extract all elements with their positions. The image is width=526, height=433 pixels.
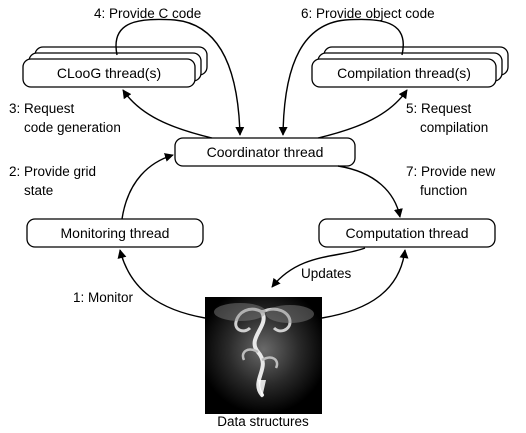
compilation-thread-label: Compilation thread(s) <box>337 65 471 81</box>
label-updates: Updates <box>301 266 352 281</box>
data-structures-label: Data structures <box>217 414 309 429</box>
label-provide-new-function-1: 7: Provide new <box>406 164 496 179</box>
compilation-thread-box: Compilation thread(s) <box>311 46 509 88</box>
coordinator-thread-label: Coordinator thread <box>207 144 324 160</box>
arrow-request-code-generation <box>122 89 213 139</box>
label-request-code-generation-2: code generation <box>24 120 121 135</box>
data-structures-image <box>205 297 322 414</box>
label-monitor: 1: Monitor <box>73 290 134 305</box>
label-provide-object-code: 6: Provide object code <box>301 6 435 21</box>
computation-thread-box: Computation thread <box>318 218 496 248</box>
label-provide-new-function-2: function <box>420 183 467 198</box>
label-provide-grid-state-1: 2: Provide grid <box>9 164 96 179</box>
arrow-monitor <box>117 249 206 319</box>
arrow-request-compilation <box>317 89 408 139</box>
label-request-code-generation-1: 3: Request <box>9 101 75 116</box>
arrow-data-to-computation <box>321 249 409 319</box>
arrow-provide-object-code <box>278 18 404 136</box>
arrow-provide-new-function <box>337 165 403 218</box>
arrow-provide-c-code <box>115 18 245 136</box>
label-request-compilation-1: 5: Request <box>406 101 472 116</box>
coordinator-thread-box: Coordinator thread <box>174 137 356 167</box>
monitoring-thread-label: Monitoring thread <box>61 225 170 241</box>
computation-thread-label: Computation thread <box>346 225 469 241</box>
cloog-thread-label: CLooG thread(s) <box>57 65 161 81</box>
label-provide-c-code: 4: Provide C code <box>94 6 201 21</box>
monitoring-thread-box: Monitoring thread <box>26 218 204 248</box>
cloog-thread-box: CLooG thread(s) <box>22 46 208 88</box>
label-provide-grid-state-2: state <box>24 183 53 198</box>
arrow-provide-grid-state <box>121 153 174 220</box>
label-request-compilation-2: compilation <box>420 120 488 135</box>
arrow-updates <box>271 247 366 288</box>
